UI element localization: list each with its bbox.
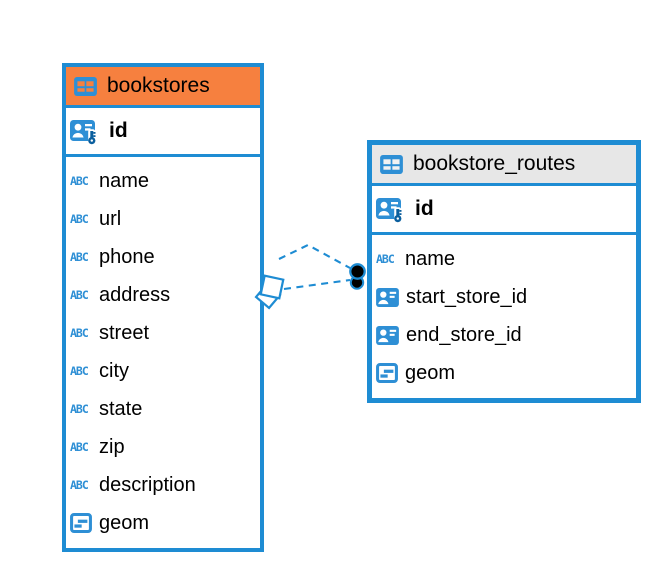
column-list: ABC name start_store_id end_store_id geo… xyxy=(372,235,636,398)
entity-bookstore-routes-header[interactable]: bookstore_routes xyxy=(372,145,636,183)
column-row[interactable]: ABC phone xyxy=(66,238,260,276)
entity-bookstores[interactable]: bookstores id ABC name ABC url ABC phone… xyxy=(62,63,264,552)
column-name: start_store_id xyxy=(406,285,528,308)
column-row[interactable]: geom xyxy=(372,354,636,392)
foreign-key-icon xyxy=(376,288,399,307)
text-type-icon: ABC xyxy=(70,402,89,416)
column-name: name xyxy=(99,169,150,192)
text-type-icon: ABC xyxy=(70,288,89,302)
column-row[interactable]: ABC address xyxy=(66,276,260,314)
column-name: id xyxy=(109,119,128,142)
table-icon xyxy=(380,155,403,174)
column-name: id xyxy=(415,197,434,220)
column-row[interactable]: geom xyxy=(66,504,260,542)
column-row[interactable]: ABC name xyxy=(66,162,260,200)
entity-bookstores-header[interactable]: bookstores xyxy=(66,67,260,105)
foreign-key-icon xyxy=(376,326,399,345)
text-type-icon: ABC xyxy=(70,364,89,378)
column-row[interactable]: ABC description xyxy=(66,466,260,504)
column-name: address xyxy=(99,283,171,306)
column-row[interactable]: ABC city xyxy=(66,352,260,390)
column-name: description xyxy=(99,473,196,496)
text-type-icon: ABC xyxy=(70,326,89,340)
column-row-pk[interactable]: id xyxy=(66,105,260,157)
column-name: url xyxy=(99,207,122,230)
entity-title: bookstore_routes xyxy=(413,152,576,175)
column-name: state xyxy=(99,397,143,420)
column-name: street xyxy=(99,321,150,344)
relation-target-dot-marker xyxy=(349,263,366,290)
text-type-icon: ABC xyxy=(376,252,395,266)
column-row[interactable]: ABC state xyxy=(66,390,260,428)
primary-key-icon xyxy=(376,196,406,226)
relation-line-end-store-id[interactable] xyxy=(283,278,351,291)
column-row[interactable]: start_store_id xyxy=(372,278,636,316)
text-type-icon: ABC xyxy=(70,440,89,454)
column-row[interactable]: ABC name xyxy=(372,240,636,278)
text-type-icon: ABC xyxy=(70,478,89,492)
relation-line-start-store-id[interactable] xyxy=(278,243,351,269)
column-name: phone xyxy=(99,245,155,268)
column-name: name xyxy=(405,247,456,270)
table-icon xyxy=(74,77,97,96)
column-row-pk[interactable]: id xyxy=(372,183,636,235)
entity-bookstore-routes[interactable]: bookstore_routes id ABC name start_store… xyxy=(367,140,641,403)
geometry-type-icon xyxy=(376,363,398,383)
column-list: ABC name ABC url ABC phone ABC address A… xyxy=(66,157,260,548)
primary-key-icon xyxy=(70,118,100,148)
text-type-icon: ABC xyxy=(70,250,89,264)
entity-title: bookstores xyxy=(107,74,210,97)
column-row[interactable]: ABC url xyxy=(66,200,260,238)
column-name: geom xyxy=(405,361,456,384)
column-row[interactable]: ABC street xyxy=(66,314,260,352)
column-row[interactable]: ABC zip xyxy=(66,428,260,466)
geometry-type-icon xyxy=(70,513,92,533)
column-name: end_store_id xyxy=(406,323,522,346)
column-row[interactable]: end_store_id xyxy=(372,316,636,354)
text-type-icon: ABC xyxy=(70,174,89,188)
column-name: zip xyxy=(99,435,125,458)
column-name: geom xyxy=(99,511,150,534)
text-type-icon: ABC xyxy=(70,212,89,226)
column-name: city xyxy=(99,359,129,382)
